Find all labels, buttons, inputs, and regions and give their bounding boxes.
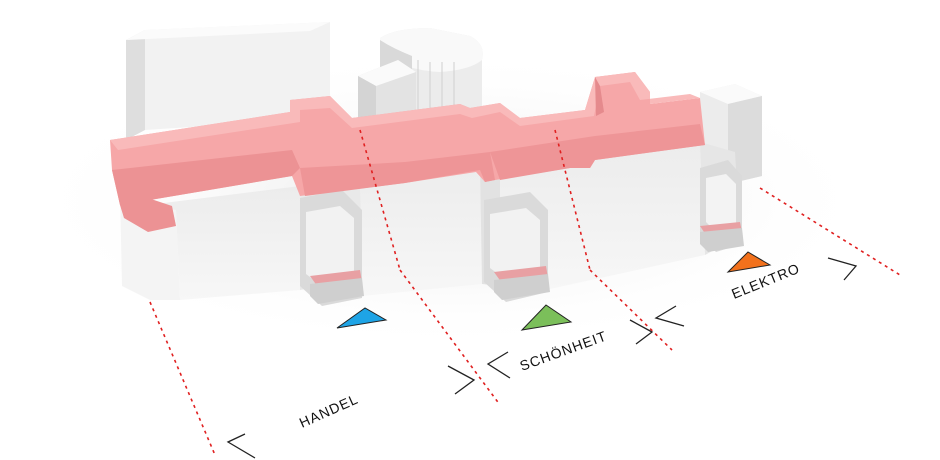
triangle-entrance-icon-elektro [726, 251, 772, 273]
bracket-schoenheit-start [486, 351, 511, 379]
entrance-markers [336, 251, 772, 331]
bracket-elektro-start [654, 305, 685, 327]
zone-brackets [226, 257, 858, 459]
entrance-recesses [300, 160, 744, 306]
divider-line-schoenheit-elektro [589, 269, 673, 351]
divider-line-handel-left [149, 301, 216, 456]
divider-line-schoenheit-elektro-roof [554, 129, 591, 271]
bracket-handel-start [226, 433, 256, 459]
divider-line-handel-schoenheit [399, 269, 501, 406]
entrance-recess-handel [300, 190, 364, 306]
background-block-left [126, 22, 330, 140]
triangle-entrance-icon-schoenheit [520, 304, 573, 331]
entrance-recess-schoenheit [484, 192, 550, 302]
background-block-small [358, 60, 416, 128]
bracket-elektro-end [827, 257, 858, 281]
zone-label-handel: HANDEL [297, 391, 361, 431]
highlighted-upper-floor [110, 72, 705, 232]
triangle-entrance-icon-handel [336, 307, 388, 329]
zone-divider-lines [149, 129, 901, 456]
bracket-schoenheit-end [629, 319, 654, 345]
entrance-recess-elektro [700, 160, 744, 252]
background-buildings [126, 22, 762, 184]
bracket-handel-end [447, 365, 476, 395]
divider-line-handel-schoenheit-roof [359, 129, 401, 271]
background-tower-round [380, 28, 483, 112]
